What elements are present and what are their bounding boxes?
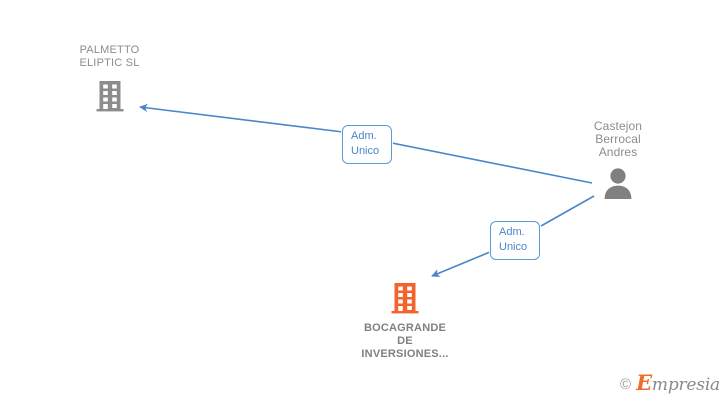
brand-initial: E bbox=[636, 370, 652, 395]
edge-label-adm-unico-bocagrande[interactable]: Adm. Unico bbox=[490, 221, 540, 260]
edge-label-adm-unico-palmetto[interactable]: Adm. Unico bbox=[342, 125, 392, 164]
node-label-bocagrande: BOCAGRANDE DE INVERSIONES... bbox=[361, 322, 449, 360]
person-icon bbox=[604, 168, 632, 199]
building-icon bbox=[96, 81, 123, 112]
node-label-castejon: Castejon Berrocal Andres bbox=[593, 119, 643, 159]
node-label-palmetto: PALMETTO ELIPTIC SL bbox=[79, 44, 140, 69]
copyright-icon: © bbox=[620, 375, 632, 393]
node-company-palmetto[interactable]: PALMETTO ELIPTIC SL bbox=[52, 44, 167, 112]
brand-rest: mpresia bbox=[651, 375, 720, 395]
edge-castejon-to-bocagrande bbox=[431, 195, 595, 277]
brand-wordmark: Empresia bbox=[636, 372, 720, 395]
node-person-castejon[interactable]: Castejon Berrocal Andres bbox=[566, 120, 670, 199]
building-icon bbox=[391, 283, 419, 314]
watermark-empresia: © Empresia bbox=[620, 372, 720, 395]
node-company-bocagrande[interactable]: BOCAGRANDE DE INVERSIONES... bbox=[335, 282, 475, 361]
